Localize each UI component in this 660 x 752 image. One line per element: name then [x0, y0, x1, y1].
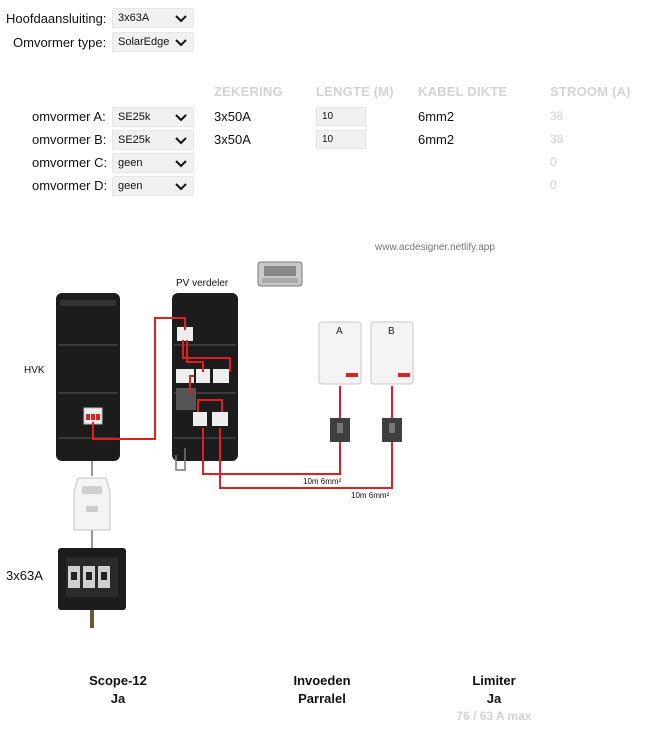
chevron-down-icon	[175, 114, 187, 122]
pv-distributor-cabinet-icon	[172, 293, 238, 461]
row-b-current: 38	[550, 132, 564, 146]
row-b-model-select[interactable]: SE25k	[112, 130, 194, 150]
row-d-model: geen	[118, 180, 143, 192]
energy-meter-icon	[73, 477, 111, 531]
row-c-label: omvormer C:	[32, 155, 108, 170]
hvk-label: HVK	[24, 365, 45, 376]
scope-value: Ja	[110, 691, 126, 706]
row-d-current: 0	[550, 178, 557, 192]
feed-title: Invoeden	[293, 673, 351, 688]
row-d-model-select[interactable]: geen	[112, 176, 194, 196]
isolator-switch-a-icon	[330, 418, 350, 442]
pv-distributor-label: PV verdeler	[176, 278, 229, 289]
main-connection-label: Hoofdaansluiting:	[6, 11, 107, 26]
row-b-fuse: 3x50A	[214, 132, 251, 147]
main-fuse-label: 3x63A	[6, 568, 43, 583]
inverter-type-value: SolarEdge	[118, 36, 170, 48]
cable-b-label: 10m 6mm²	[351, 491, 390, 500]
row-c-model: geen	[118, 157, 143, 169]
wiring-diagram: www.acdesigner.netlify.app HVK PV verdel…	[24, 242, 495, 628]
row-a-length-input[interactable]: 10	[316, 107, 366, 126]
row-b-length-input[interactable]: 10	[316, 130, 366, 149]
watermark-text: www.acdesigner.netlify.app	[374, 242, 495, 253]
cable-a-label: 10m 6mm²	[303, 477, 342, 486]
isolator-switch-b-icon	[382, 418, 402, 442]
monitoring-module-icon	[257, 261, 303, 287]
row-c-current: 0	[550, 155, 557, 169]
chevron-down-icon	[175, 39, 187, 47]
row-a-model: SE25k	[118, 111, 151, 123]
row-b-label: omvormer B:	[32, 132, 107, 147]
inverter-type-label: Omvormer type:	[13, 35, 107, 50]
row-a-current: 38	[550, 109, 564, 123]
row-a-label: omvormer A:	[32, 109, 106, 124]
main-connection-select[interactable]: 3x63A	[112, 8, 194, 28]
chevron-down-icon	[175, 137, 187, 145]
wiring-lines	[92, 317, 393, 489]
header-length: LENGTE (M)	[316, 84, 394, 99]
inverter-type-select[interactable]: SolarEdge	[112, 32, 194, 52]
row-b-cable: 6mm2	[418, 132, 455, 147]
chevron-down-icon	[175, 183, 187, 191]
inverter-a-icon	[318, 321, 362, 385]
row-a-cable: 6mm2	[418, 109, 455, 124]
chevron-down-icon	[175, 15, 187, 23]
row-c-model-select[interactable]: geen	[112, 153, 194, 173]
limiter-note: 76 / 63 A max	[456, 709, 532, 723]
limiter-title: Limiter	[472, 673, 516, 688]
header-cable: KABEL DIKTE	[418, 84, 508, 99]
header-fuse: ZEKERING	[214, 84, 283, 99]
inverter-a-label: A	[336, 326, 343, 337]
row-a-fuse: 3x50A	[214, 109, 251, 124]
feed-value: Parralel	[298, 691, 346, 706]
hvk-cabinet-icon	[56, 293, 120, 461]
inverter-b-icon	[370, 321, 414, 385]
header-current: STROOM (A)	[550, 84, 631, 99]
main-connection-value: 3x63A	[118, 12, 150, 24]
limiter-value: Ja	[486, 691, 502, 706]
row-a-model-select[interactable]: SE25k	[112, 107, 194, 127]
row-b-model: SE25k	[118, 134, 151, 146]
chevron-down-icon	[175, 160, 187, 168]
inverter-b-label: B	[388, 326, 395, 337]
row-d-label: omvormer D:	[32, 178, 108, 193]
scope-title: Scope-12	[89, 673, 147, 688]
main-fuse-box-icon	[58, 548, 126, 628]
